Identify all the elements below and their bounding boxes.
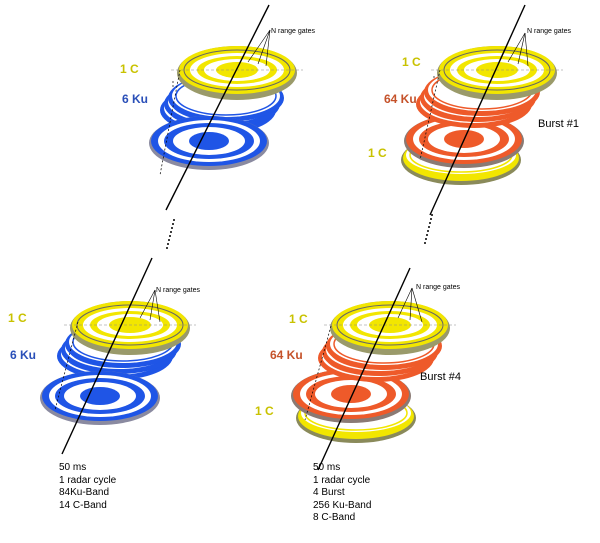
note-line: 1 radar cycle	[59, 474, 117, 486]
panel-bottom-right: N range gates 1 C 64 Ku 1 C Burst #4	[255, 267, 461, 471]
continuation-dots-right	[424, 214, 433, 244]
c-band-bottom-label: 1 C	[255, 404, 274, 418]
panel-top-right: N range gates 1 C 64 Ku 1 C Burst #1	[368, 4, 579, 216]
note-line: 4 Burst	[313, 487, 345, 498]
burst-label: Burst #1	[538, 118, 579, 130]
note-line: 84Ku-Band	[59, 487, 110, 498]
nadir-track-line	[165, 4, 270, 211]
panel-bottom-left: N range gates 1 C 6 Ku	[8, 257, 200, 455]
cycle-notes-left: 50 ms 1 radar cycle 84Ku-Band 14 C-Band	[59, 462, 116, 512]
nadir-track-line	[429, 4, 526, 216]
nadir-track-line	[61, 257, 153, 455]
ku-band-footprint-disk	[40, 371, 160, 425]
range-gates-label: N range gates	[271, 28, 315, 35]
cycle-notes-right: 50 ms 1 radar cycle 4 Burst 256 Ku-Band …	[313, 462, 371, 525]
panel-top-left: N range gates 1 C 6 Ku	[120, 4, 315, 211]
ku-band-label: 64 Ku	[384, 92, 417, 106]
c-band-label: 1 C	[289, 312, 308, 326]
c-band-bottom-label: 1 C	[368, 146, 387, 160]
ku-band-label: 6 Ku	[10, 348, 36, 362]
note-line: 14 C-Band	[59, 499, 107, 511]
ku-band-label: 64 Ku	[270, 348, 303, 362]
note-line: 50 ms	[313, 462, 341, 473]
ku-band-label: 6 Ku	[122, 92, 148, 106]
range-gates-label: N range gates	[156, 287, 200, 294]
c-band-label: 1 C	[402, 55, 421, 69]
range-gates-label: N range gates	[416, 284, 460, 291]
note-line: 50 ms	[59, 462, 87, 473]
note-line: 1 radar cycle	[313, 474, 371, 486]
burst-label: Burst #4	[420, 371, 461, 383]
note-line: 8 C-Band	[313, 512, 356, 523]
c-band-label: 1 C	[8, 311, 27, 325]
nadir-track-line	[317, 267, 411, 471]
continuation-dots-left	[166, 219, 175, 249]
range-gates-label: N range gates	[527, 28, 571, 35]
c-band-label: 1 C	[120, 62, 139, 76]
note-line: 256 Ku-Band	[313, 499, 372, 511]
